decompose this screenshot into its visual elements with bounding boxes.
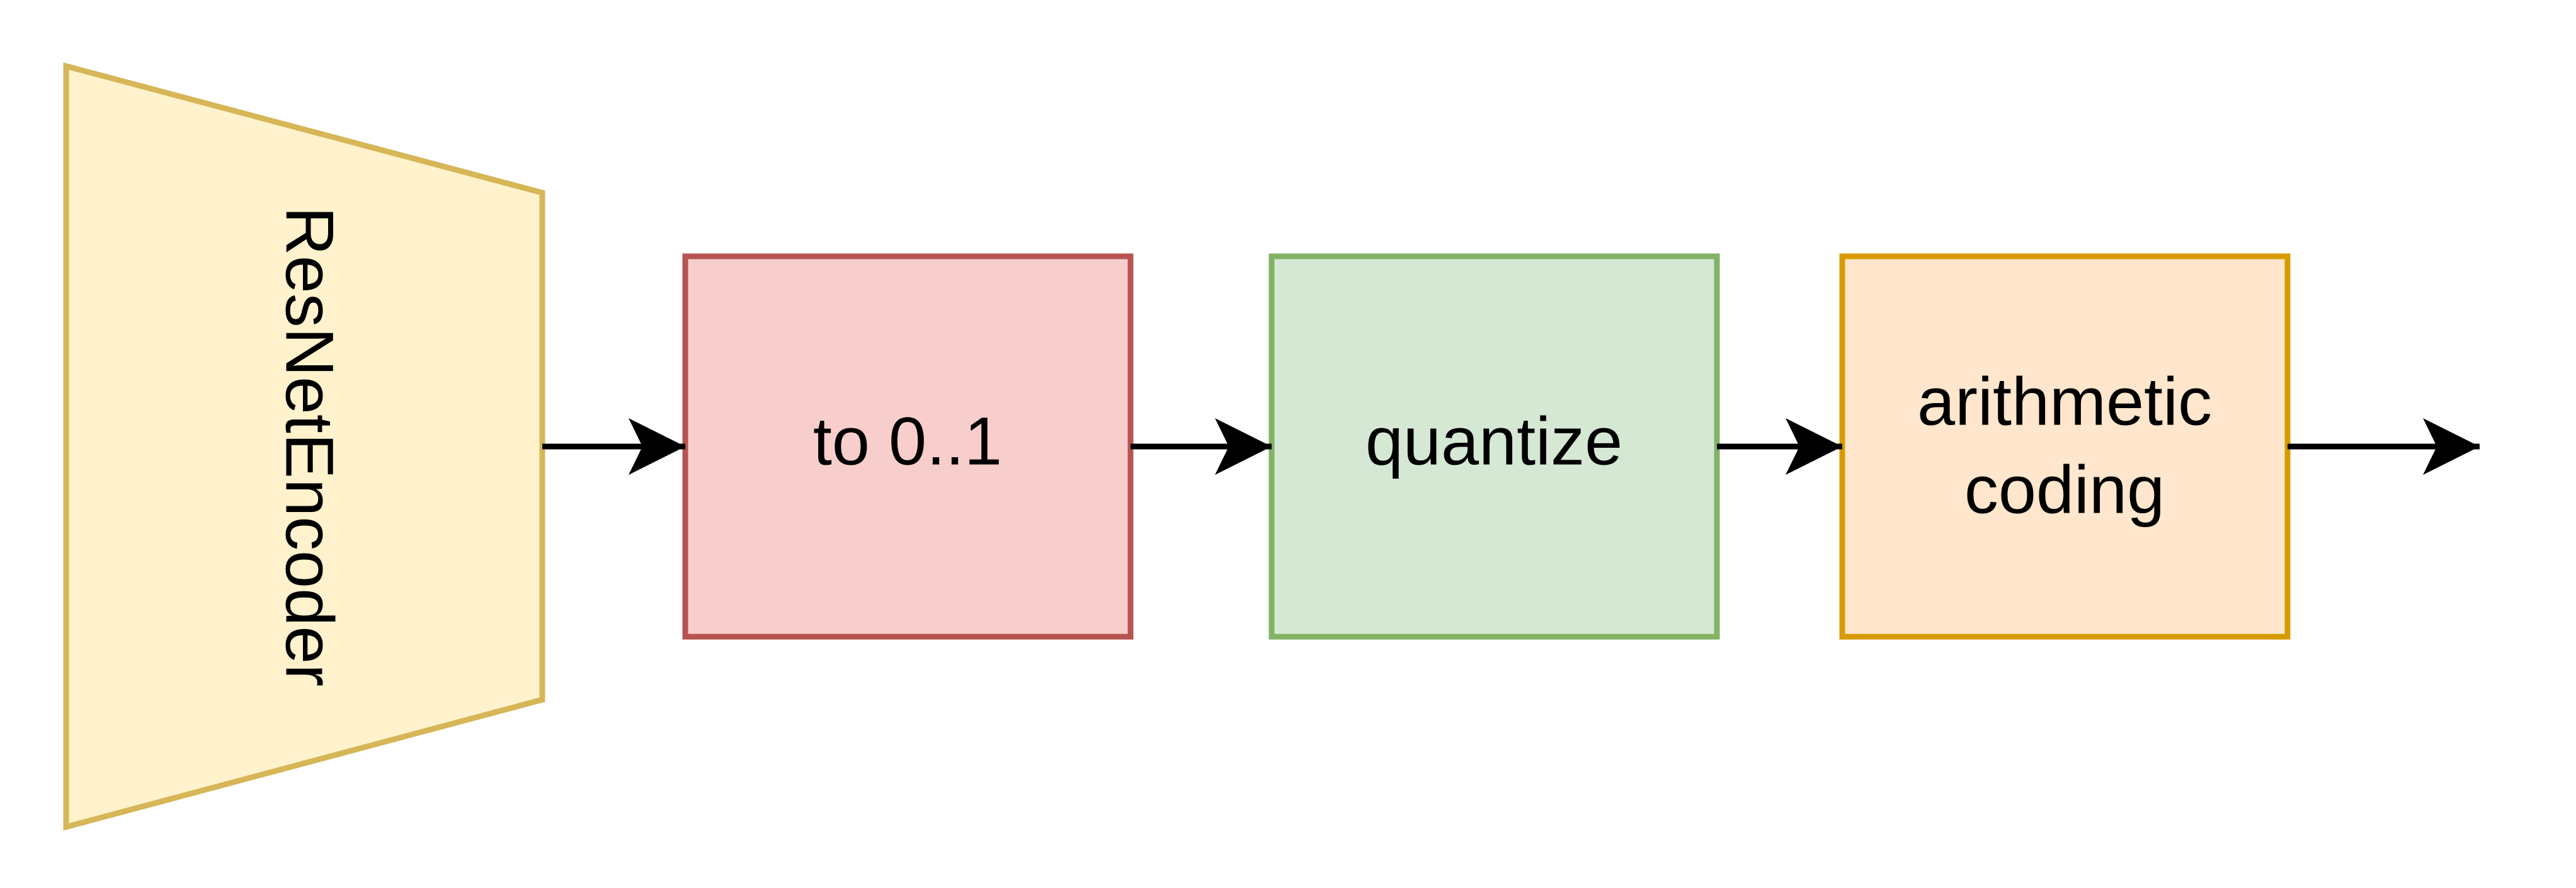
arithmetic-coding-box	[1839, 253, 2291, 640]
arithmetic-coding-label-line-2: coding	[1964, 452, 2165, 528]
resnet-encoder-block	[63, 62, 545, 831]
quantize-label: quantize	[1365, 403, 1622, 479]
to-0-1-box	[682, 253, 1134, 640]
arithmetic-coding-label-line-1: arithmetic	[1917, 363, 2212, 440]
resnet-encoder-label: ResNetEncoder	[271, 207, 348, 686]
to-0-1-label: to 0..1	[813, 403, 1002, 479]
